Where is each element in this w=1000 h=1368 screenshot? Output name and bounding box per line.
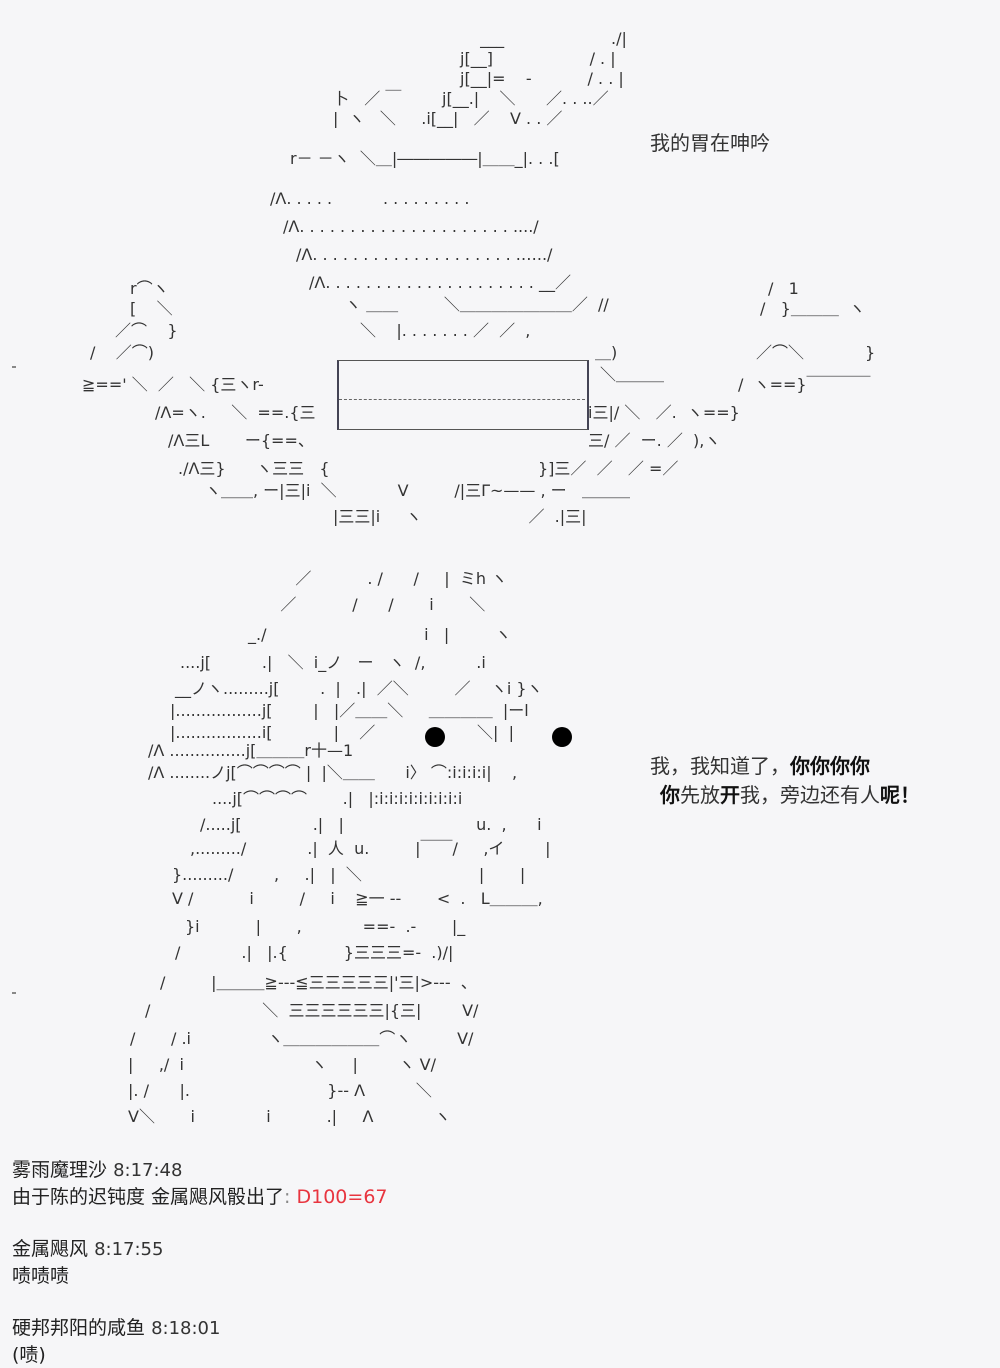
eye-dot-icon xyxy=(425,727,445,747)
margin-mark-bottom xyxy=(12,992,16,994)
ascii-art-line: /Λ. . . . . . . . . . . . . . xyxy=(270,189,470,208)
chat-message: 由于陈的迟钝度 金属飓风骰出了: D100=67 xyxy=(12,1184,388,1210)
speech-line-2-normal-a: 先放 xyxy=(680,783,720,807)
ascii-art-line: ___ ./| xyxy=(470,29,627,48)
ascii-art-line: /.....j[ .| | u. , i xyxy=(200,815,542,834)
ascii-art-line: / ＼ 三三三三三三|{三| V/ xyxy=(145,1001,479,1020)
ascii-art-line: /Λ. . . . . . . . . . . . . . . . . . . … xyxy=(283,217,539,236)
ascii-art-line: /Λ. . . . . . . . . . . . . . . . . . . … xyxy=(296,245,553,264)
speech-line-1-bold: 你你你你 xyxy=(790,754,870,778)
ascii-art-line: |.................j[ | |／＿＿＼ ＿＿＿＿ |ーl xyxy=(170,701,529,720)
chat-timestamp: 8:17:55 xyxy=(94,1239,164,1260)
ascii-art-line: ./Λ三} ヽ三三 { xyxy=(178,459,330,478)
chat-timestamp: 8:17:48 xyxy=(113,1160,183,1181)
ascii-art-line: ≧==' ＼ ／ ＼ {三ヽr- xyxy=(82,375,264,394)
ascii-art-line: 三/ ／ ー. ／ ),ヽ xyxy=(588,431,721,450)
speech-line-2-bold-c: 呢！ xyxy=(880,783,920,807)
ascii-art-line: i三|/ ＼ ／. ヽ==} xyxy=(588,403,740,422)
ascii-art-line: 卜 ／ ￣ j[__.| ＼ ／. . ..／ xyxy=(333,89,609,108)
ascii-art-line: | ,/ i ヽ | ヽ V/ xyxy=(128,1055,436,1074)
ascii-art-line: ....j[⌒⌒⌒⌒ .| |:i:i:i:i:i:i:i:i:i xyxy=(212,789,463,808)
ascii-art-line: j[__] / . | xyxy=(460,49,616,68)
ascii-art-canvas: ___ ./|j[__] / . |j[__|= - / . . |卜 ／ ￣ … xyxy=(82,29,876,1126)
ascii-art-line: j[__|= - / . . | xyxy=(460,69,624,88)
ascii-art-line: / }＿＿＿ ヽ xyxy=(760,299,866,318)
ascii-art-line: /Λ三L ー{==、 xyxy=(168,431,314,450)
ascii-art-line: ＼ |. . . . . . . ／ ／ , xyxy=(360,321,531,340)
chat-message: (啧) xyxy=(12,1344,46,1366)
ascii-art-line: ,........./ .| 人 u. |￣￣/ ,イ | xyxy=(190,839,551,858)
ascii-art-line: ／ / / i ＼ xyxy=(260,595,486,614)
ascii-art-line: / ヽ==}￣￣￣￣ xyxy=(738,375,871,394)
ascii-art-line: _./ i | ヽ xyxy=(248,625,512,644)
ascii-art-line: / ／⌒) xyxy=(90,343,154,362)
chat-entry-header: 硬邦邦阳的咸鱼 8:18:01 xyxy=(12,1315,388,1342)
ascii-art-line: }i | , ==- .- |_ xyxy=(185,917,466,936)
ascii-art-line: ＼＿＿＿ xyxy=(600,365,665,384)
chat-message-text: 由于陈的迟钝度 金属飓风骰出了 xyxy=(12,1186,285,1208)
art-frame xyxy=(337,360,589,430)
ascii-art-line: ヽ ＿＿ ＼＿＿＿＿＿＿＿／ // xyxy=(345,295,609,314)
ascii-art-line: ／⌒＼ } xyxy=(756,343,876,362)
speech-line-1-normal: 我，我知道了， xyxy=(650,754,790,778)
ascii-art-line: /Λ=ヽ. ＼ ==.{三 xyxy=(155,403,316,422)
ascii-art-line: V＼ i i .| Λ ヽ xyxy=(128,1107,451,1126)
speech-stomach: 我的胃在呻吟 xyxy=(650,131,770,155)
speech-line-1: 我，我知道了，你你你你 xyxy=(650,754,870,778)
ascii-art-line: |. / |. }-- Λ ＼ xyxy=(128,1081,432,1100)
chat-author: 雾雨魔理沙 xyxy=(12,1159,108,1181)
chat-entry: 雾雨魔理沙 8:17:48 由于陈的迟钝度 金属飓风骰出了: D100=67 xyxy=(12,1157,388,1210)
ascii-art-line: /Λ ........ノj[⌒⌒⌒⌒ | |＼＿＿ i〉 ⌒:i:i:i:i| … xyxy=(148,763,518,782)
chat-message-colon: : xyxy=(284,1186,291,1208)
ascii-art-line: ヽ＿＿, ー|三|i ＼ V /|三Γ~—— , ー ＿＿＿ xyxy=(205,481,630,500)
ascii-art-line: |.................i[ | ／ ＼| | xyxy=(170,723,514,742)
ascii-art-line: V / i / i ≧一 -- < . L＿＿＿, xyxy=(172,889,543,908)
ascii-art-line: ／⌒ } xyxy=(115,321,178,340)
margin-mark-top xyxy=(12,366,16,368)
ascii-art-line: / / .i ヽ＿＿＿＿＿＿⌒ヽ V/ xyxy=(130,1029,474,1048)
ascii-art-line: }........./ , .| | ＼ | | xyxy=(172,865,526,884)
chat-entry-header: 雾雨魔理沙 8:17:48 xyxy=(12,1157,388,1184)
ascii-art-line: / |＿＿＿≧---≦三三三三三|'三|>--- 、 xyxy=(160,973,477,992)
speech-line-2-bold-a: 你 xyxy=(660,783,680,807)
art-frame-divider xyxy=(339,399,585,400)
ascii-art-line: [ ＼ xyxy=(130,299,173,318)
chat-timestamp: 8:18:01 xyxy=(151,1318,221,1339)
chat-entry: 金属飓风 8:17:55 啧啧啧 xyxy=(12,1236,388,1289)
ascii-art-line: ＿) xyxy=(595,343,618,362)
ascii-art-line: r⌒ヽ xyxy=(130,279,169,298)
chat-entry: 硬邦邦阳的咸鱼 8:18:01 (啧) xyxy=(12,1315,388,1368)
chat-author: 硬邦邦阳的咸鱼 xyxy=(12,1317,146,1339)
eye-dot-icon xyxy=(552,727,572,747)
ascii-art-line: __ノヽ.........j[ . | .| ／＼ ／ ヽi }ヽ xyxy=(175,679,543,698)
ascii-art-line: }]三／ ／ ／ =／ xyxy=(538,459,679,478)
chat-author: 金属飓风 xyxy=(12,1238,89,1260)
chat-log: 雾雨魔理沙 8:17:48 由于陈的迟钝度 金属飓风骰出了: D100=67 金… xyxy=(12,1157,388,1368)
chat-entry-header: 金属飓风 8:17:55 xyxy=(12,1236,388,1263)
speech-line-2: 你先放开我，旁边还有人呢！ xyxy=(660,783,920,807)
ascii-art-line: ....j[ .| ＼ i_ノ ー ヽ /, .i xyxy=(180,653,486,672)
ascii-art-line: /Λ. . . . . . . . . . . . . . . . . . . … xyxy=(309,273,571,292)
ascii-art-line: |三三|i ヽ ／ .|三| xyxy=(333,507,587,526)
speech-line-2-bold-b: 开 xyxy=(720,783,740,807)
ascii-art-line: / .| |.{ }三三三=- .)/| xyxy=(175,943,454,962)
ascii-art-line: ／ . / / | ミh ヽ xyxy=(270,569,508,588)
ascii-art-line: r－ －ヽ ＼＿|―――――|＿＿_|. . .[ xyxy=(290,149,560,168)
chat-message: 啧啧啧 xyxy=(12,1265,70,1287)
speech-line-2-normal-b: 我，旁边还有人 xyxy=(740,783,880,807)
ascii-art-line: /Λ ...............j[＿＿＿r十—1 xyxy=(148,741,354,760)
dice-roll-result: D100=67 xyxy=(296,1186,388,1208)
ascii-art-line: | ヽ ＼ .i[__| ／ V . . ／ xyxy=(333,109,563,128)
ascii-art-line: / 1 xyxy=(768,279,799,298)
